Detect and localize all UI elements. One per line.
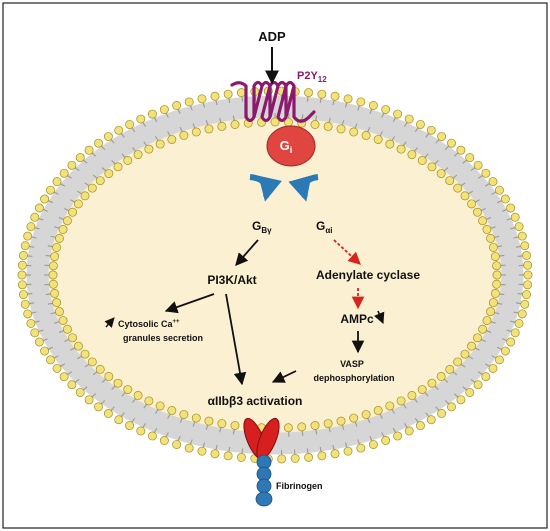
- arrow-gby-to-pi3k: [235, 239, 259, 266]
- gai-label: Gαi: [316, 219, 332, 235]
- arrow-pi3k-to-cytosolic: [164, 293, 215, 314]
- adenylate-label: Adenylate cyclase: [316, 268, 420, 282]
- arrow-pi3k-to-integrin: [225, 293, 247, 386]
- membrane-bilayer-icon: [17, 86, 533, 464]
- ampc-decrease-arrow: [373, 310, 385, 325]
- curved-arrow-left-icon: [249, 174, 282, 202]
- arrow-vasp-to-integrin: [271, 370, 297, 383]
- adp-label: ADP: [258, 29, 286, 44]
- gi-label: Gi: [280, 138, 293, 155]
- p2y12-receptor-icon: [230, 80, 316, 123]
- gi-protein-icon: Gi: [266, 125, 316, 167]
- cytosolic-increase-arrow: [104, 317, 115, 328]
- fibrinogen-label: Fibrinogen: [276, 481, 323, 491]
- curved-arrow-right-icon: [288, 174, 319, 202]
- fibrinogen-chain-icon: [255, 454, 273, 507]
- granules-label: granules secretion: [123, 333, 203, 343]
- receptor-label: P2Y12: [297, 70, 327, 84]
- gby-label: GBγ: [252, 219, 272, 235]
- cytosolic-label: Cytosolic Ca++: [118, 319, 180, 329]
- vasp-label: VASP: [340, 359, 364, 369]
- dephosphorylation-label: dephosphorylation: [314, 373, 395, 383]
- ampc-label: AMPc: [340, 312, 374, 326]
- arrow-gai-to-adenylate: [333, 239, 361, 265]
- integrin-activation-label: αIIbβ3 activation: [208, 394, 303, 408]
- pi3k-label: PI3K/Akt: [207, 273, 256, 287]
